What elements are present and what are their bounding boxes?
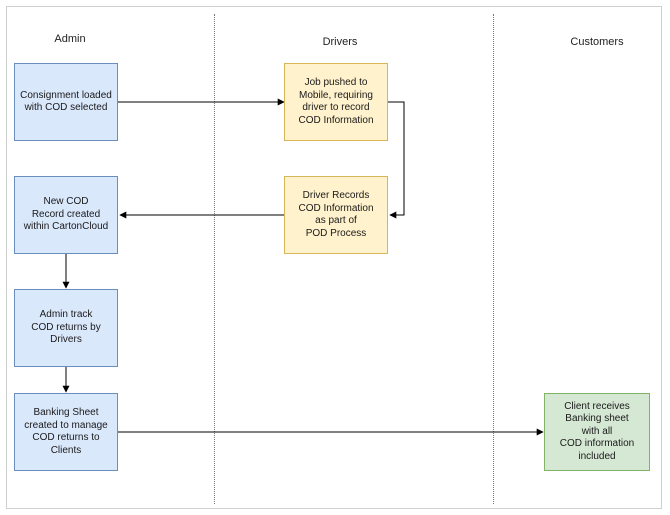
- lane-divider-drivers-customers: [493, 14, 494, 504]
- lane-title-drivers: Drivers: [322, 36, 358, 48]
- node-driver-records[interactable]: Driver Records COD Information as part o…: [284, 176, 388, 254]
- node-admin-track[interactable]: Admin track COD returns by Drivers: [14, 289, 118, 367]
- edge-job-to-driver-records: [388, 101, 405, 219]
- node-banking-sheet[interactable]: Banking Sheet created to manage COD retu…: [14, 393, 118, 471]
- node-consignment-loaded[interactable]: Consignment loaded with COD selected: [14, 63, 118, 141]
- lane-title-admin: Admin: [54, 33, 86, 45]
- node-new-cod-record[interactable]: New COD Record created within CartonClou…: [14, 176, 118, 254]
- node-client-receives[interactable]: Client receives Banking sheet with all C…: [544, 393, 650, 471]
- node-job-pushed[interactable]: Job pushed to Mobile, requiring driver t…: [284, 63, 388, 141]
- lane-divider-admin-drivers: [214, 14, 215, 504]
- lane-title-customers: Customers: [570, 36, 624, 48]
- diagram-frame: [6, 6, 662, 509]
